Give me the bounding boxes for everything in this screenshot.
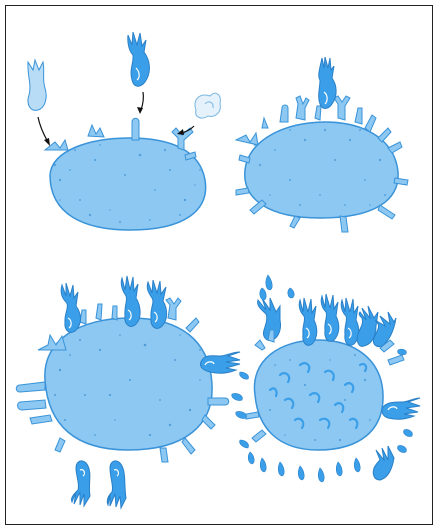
panel-4-lysis — [232, 275, 420, 482]
approaching-cell-right — [195, 93, 220, 118]
receptor-notch-2 — [88, 125, 104, 137]
target-cell-3 — [45, 318, 212, 450]
panel-3-attack — [16, 276, 240, 508]
approaching-cell-left — [28, 60, 46, 110]
receptor-spike-1 — [132, 118, 139, 140]
panel-2-activation — [236, 57, 408, 232]
arrow-icon — [38, 92, 194, 142]
target-cell-1 — [50, 138, 206, 230]
target-cell-2 — [245, 122, 398, 218]
panel-1-recognition — [28, 32, 220, 230]
